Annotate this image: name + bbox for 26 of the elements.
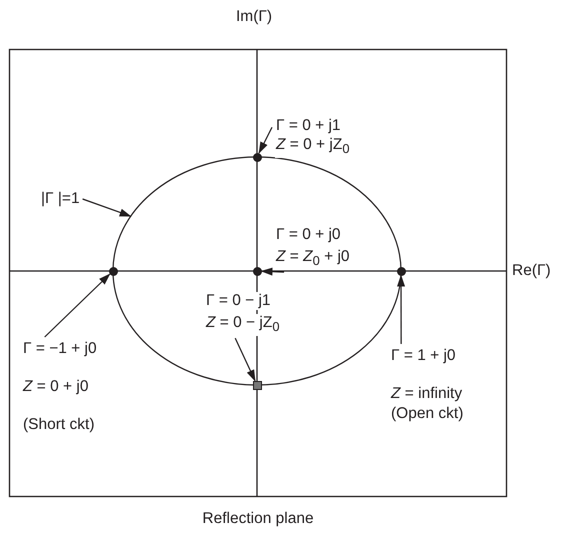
unit-circle (112, 156, 402, 386)
leader-arrow (234, 338, 256, 382)
square-marker (252, 380, 262, 390)
leader-arrow (260, 268, 284, 276)
point-marker (108, 266, 118, 276)
formula-text: Γ = 0 + j0 (275, 226, 342, 244)
formula-text: Z = 0 + jZ$_{0}$ (275, 136, 351, 158)
formula-text: Z = infinity (390, 385, 464, 403)
formula-text: (Short ckt) (22, 416, 96, 434)
caption: Reflection plane (201, 510, 315, 528)
point-marker (252, 266, 262, 276)
formula-text: Γ = 0 + j1 (275, 117, 342, 135)
leader-arrow (82, 198, 132, 217)
formula-text: |Γ |=1 (40, 190, 81, 208)
axis-label: Re(Γ) (512, 262, 551, 280)
leader-arrow (397, 274, 406, 344)
formula-text: Z = 0 + j0 (22, 378, 90, 396)
formula-text: Γ = −1 + j0 (22, 340, 98, 358)
formula-text: Γ = 0 − j1 (205, 292, 272, 310)
formula-text: Γ = 1 + j0 (390, 347, 457, 365)
formula-text: (Open ckt) (390, 405, 464, 423)
point-marker (396, 266, 406, 276)
leader-arrow (44, 273, 110, 338)
formula-text: Z = 0 − jZ$_{0}$ (205, 314, 281, 336)
axis-label: Im(Γ) (236, 8, 272, 26)
leader-arrow (258, 127, 273, 154)
